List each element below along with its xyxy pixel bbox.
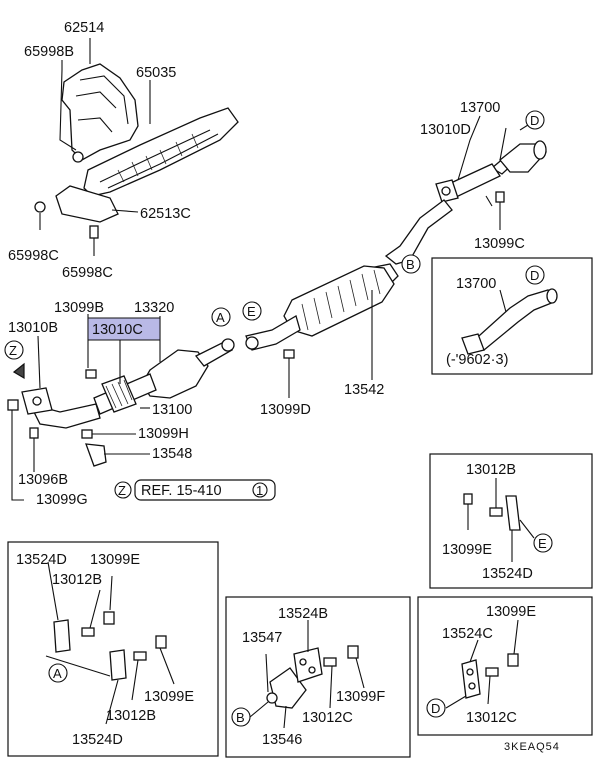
highlight-13010C [87,317,161,341]
marker-a: A [48,663,68,683]
ref-number: 1 [256,483,263,498]
part-13546-label: 13546 [262,732,302,748]
part-13099E-label: 13099E [486,604,536,620]
hanger-e-parts [463,493,521,531]
bolt-icon [29,427,39,439]
heat-protector-group [34,38,239,256]
part-13548-label: 13548 [152,446,192,462]
part-65998C-label: 65998C [62,265,113,281]
part-13524D-label: 13524D [72,732,123,748]
marker-e: E [533,533,553,553]
part-13542-label: 13542 [344,382,384,398]
part-13700-label: 13700 [460,100,500,116]
svg-text:A: A [216,310,225,325]
inset-tail-pipe-early [431,257,593,375]
part-13524C-label: 13524C [442,626,493,642]
part-62514-label: 62514 [64,20,104,36]
marker-d: D [525,110,545,130]
svg-text:E: E [247,304,256,319]
inset-date-range: (-'9602·3) [446,352,508,368]
center-pipe-and-muffler [245,199,453,380]
marker-d: D [525,265,545,285]
part-13099E-label: 13099E [442,542,492,558]
part-13547-label: 13547 [242,630,282,646]
inset-hanger-d [417,596,593,736]
svg-text:Z: Z [118,483,126,498]
part-13700-inset-label: 13700 [456,276,496,292]
part-13524B-label: 13524B [278,606,328,622]
inset-hanger-b [225,596,411,758]
part-13012B-label: 13012B [466,462,516,478]
hanger-d-parts [461,653,519,699]
hanger-b-parts [266,645,359,709]
svg-text:B: B [406,257,415,272]
tail-pipe-13700 [435,115,547,230]
svg-text:A: A [53,666,62,681]
arrow-icon [12,362,25,380]
svg-text:Z: Z [9,343,17,358]
bolt-icon [283,349,295,359]
part-13012B-label: 13012B [52,572,102,588]
inset-hanger-e [429,453,593,589]
part-13099G-label: 13099G [36,492,88,508]
marker-b: B [231,707,251,727]
part-13012C-label: 13012C [466,710,517,726]
part-13524D-label: 13524D [16,552,67,568]
svg-text:B: B [236,710,245,725]
marker-b: B [401,254,421,274]
tail-pipe-inset [461,288,558,355]
inset-hanger-a [7,541,219,757]
part-13099E-label: 13099E [144,689,194,705]
svg-text:D: D [431,701,440,716]
part-13100-label: 13100 [152,402,192,418]
part-13012C-label: 13012C [302,710,353,726]
part-13010D-label: 13010D [420,122,471,138]
front-pipe-catalytic-converter [21,338,235,467]
part-13099B-label: 13099B [54,300,104,316]
part-13320-label: 13320 [134,300,174,316]
marker-a: A [211,307,231,327]
part-65998B-label: 65998B [24,44,74,60]
part-13099E-label: 13099E [90,552,140,568]
marker-z: Z [4,340,24,360]
bolt-icon [85,369,97,379]
part-13099H-label: 13099H [138,426,189,442]
svg-text:D: D [530,268,539,283]
diagram-code: 3KEAQ54 [504,741,560,753]
part-13099D-label: 13099D [260,402,311,418]
svg-text:E: E [538,536,547,551]
part-13010B-label: 13010B [8,320,58,336]
part-65998C-label: 65998C [8,248,59,264]
part-13099F-label: 13099F [336,689,385,705]
part-65035-label: 65035 [136,65,176,81]
part-13096B-label: 13096B [18,472,68,488]
part-62513C-label: 62513C [140,206,191,222]
part-13524D-label: 13524D [482,566,533,582]
ref-label: REF. 15-410 [141,483,222,499]
bolt-icon [7,399,19,411]
svg-text:D: D [530,113,539,128]
marker-d: D [426,698,446,718]
part-13012B-label: 13012B [106,708,156,724]
marker-e: E [242,301,262,321]
reference-note: Z REF. 15-410 1 [114,479,276,501]
part-13010C-label: 13010C [92,322,143,338]
part-13099C-label: 13099C [474,236,525,252]
bolt-icon [81,429,93,439]
hanger-a-parts [53,611,167,681]
